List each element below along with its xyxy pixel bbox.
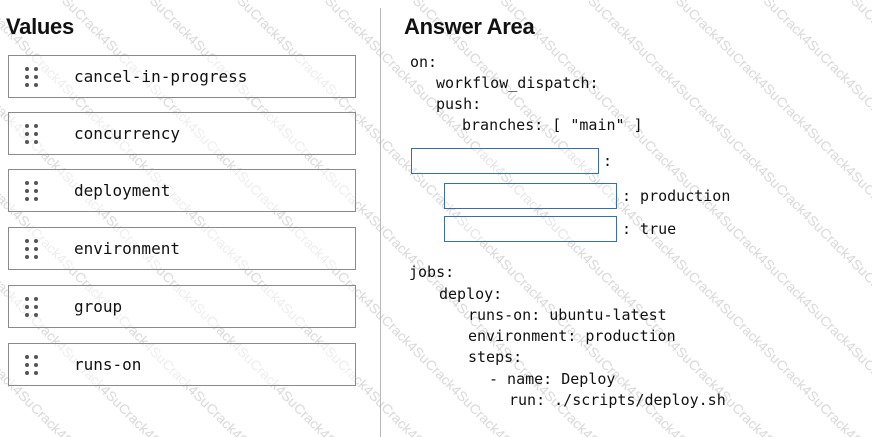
code-line-on: on: (410, 53, 438, 71)
drag-handle-icon (25, 296, 39, 317)
code-line-steps: steps: (468, 348, 523, 366)
value-item-group[interactable]: group (8, 285, 356, 328)
drag-handle-icon (25, 238, 39, 259)
values-panel-title: Values (6, 14, 74, 39)
code-slot1-suffix: : (603, 152, 613, 170)
code-line-runs-on: runs-on: ubuntu-latest (468, 306, 667, 324)
drag-handle-icon (25, 123, 39, 144)
drop-target-1[interactable] (411, 148, 599, 174)
value-item-label: group (74, 297, 123, 316)
value-item-label: environment (74, 239, 180, 258)
drag-handle-icon (25, 180, 39, 201)
drop-target-2[interactable] (444, 183, 617, 209)
value-item-runs-on[interactable]: runs-on (8, 343, 356, 386)
code-line-jobs: jobs: (409, 263, 455, 281)
code-line-push: push: (436, 95, 482, 113)
drop-target-3[interactable] (444, 216, 617, 242)
value-item-cancel-in-progress[interactable]: cancel-in-progress (8, 55, 356, 98)
code-line-environment: environment: production (468, 327, 676, 345)
value-item-concurrency[interactable]: concurrency (8, 112, 356, 155)
panel-divider (380, 8, 381, 437)
code-line-step-run: run: ./scripts/deploy.sh (509, 391, 726, 409)
value-item-environment[interactable]: environment (8, 227, 356, 270)
value-item-label: cancel-in-progress (74, 67, 248, 86)
value-item-deployment[interactable]: deployment (8, 169, 356, 212)
code-line-step-name: - name: Deploy (489, 370, 616, 388)
drag-handle-icon (25, 354, 39, 375)
value-item-label: concurrency (74, 124, 180, 143)
code-line-deploy: deploy: (439, 285, 503, 303)
code-line-branches: branches: [ "main" ] (462, 116, 643, 134)
value-item-label: deployment (74, 181, 171, 200)
drag-handle-icon (25, 66, 39, 87)
value-item-label: runs-on (74, 355, 142, 374)
code-slot2-suffix: : production (622, 187, 731, 205)
code-slot3-suffix: : true (622, 220, 677, 238)
code-line-workflow-dispatch: workflow_dispatch: (436, 74, 599, 92)
answer-area-title: Answer Area (404, 14, 535, 39)
